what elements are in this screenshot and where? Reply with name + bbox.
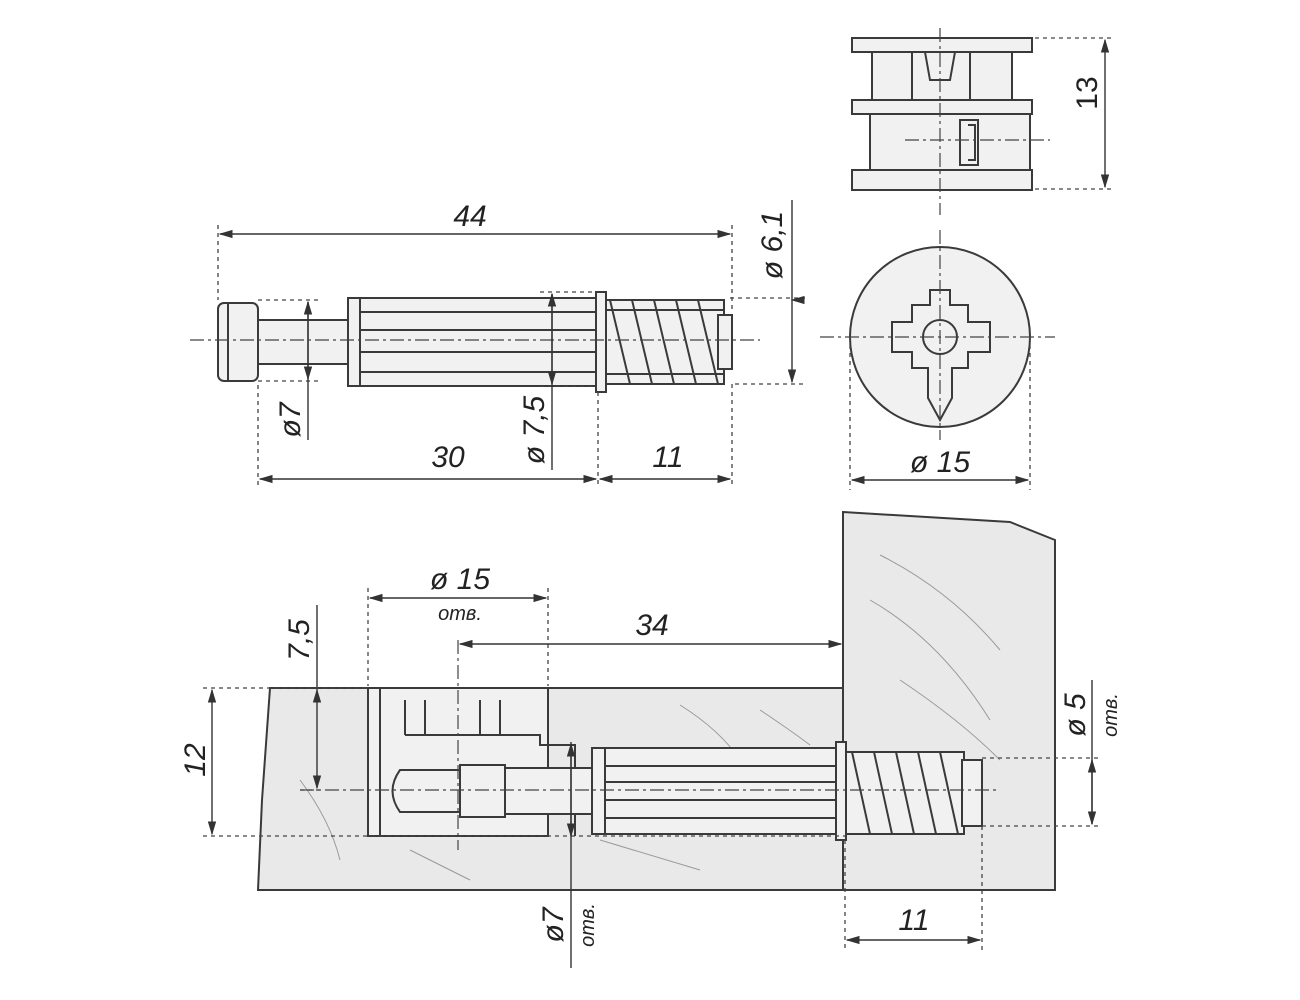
cam-front-view: ø 15 (820, 230, 1055, 490)
thread-diameter-label: ø 6,1 (756, 211, 789, 279)
assembly-section-view: ø 15 отв. 34 7,5 12 ø 5 отв. ø7 отв. 11 (179, 510, 1122, 968)
cam-height-label: 13 (1071, 76, 1104, 109)
body-diameter-label: ø 7,5 (518, 396, 551, 465)
hole-bolt-note: отв. (1100, 693, 1122, 737)
cam-side-view: 13 (851, 28, 1115, 215)
thread-length-label: 11 (652, 441, 683, 474)
distance-34-label: 34 (635, 609, 668, 642)
head-neck-diameter-label: ø7 (274, 401, 307, 437)
thread-depth-label: 11 (898, 904, 929, 937)
body-length-label: 30 (431, 441, 465, 474)
hole-body-note: отв. (577, 903, 599, 947)
offset-7-5-label: 7,5 (283, 619, 316, 661)
hole-body-diameter-label: ø7 (537, 906, 570, 942)
hole-cam-note: отв. (438, 603, 482, 625)
hole-cam-diameter-label: ø 15 (430, 563, 490, 596)
hole-bolt-diameter-label: ø 5 (1059, 693, 1092, 737)
bolt-side-view: 44 ø 6,1 ø7 ø 7,5 30 11 (190, 200, 805, 488)
overall-length-label: 44 (453, 200, 486, 233)
cam-diameter-label: ø 15 (910, 446, 970, 479)
panel-thickness-label: 12 (179, 743, 212, 777)
